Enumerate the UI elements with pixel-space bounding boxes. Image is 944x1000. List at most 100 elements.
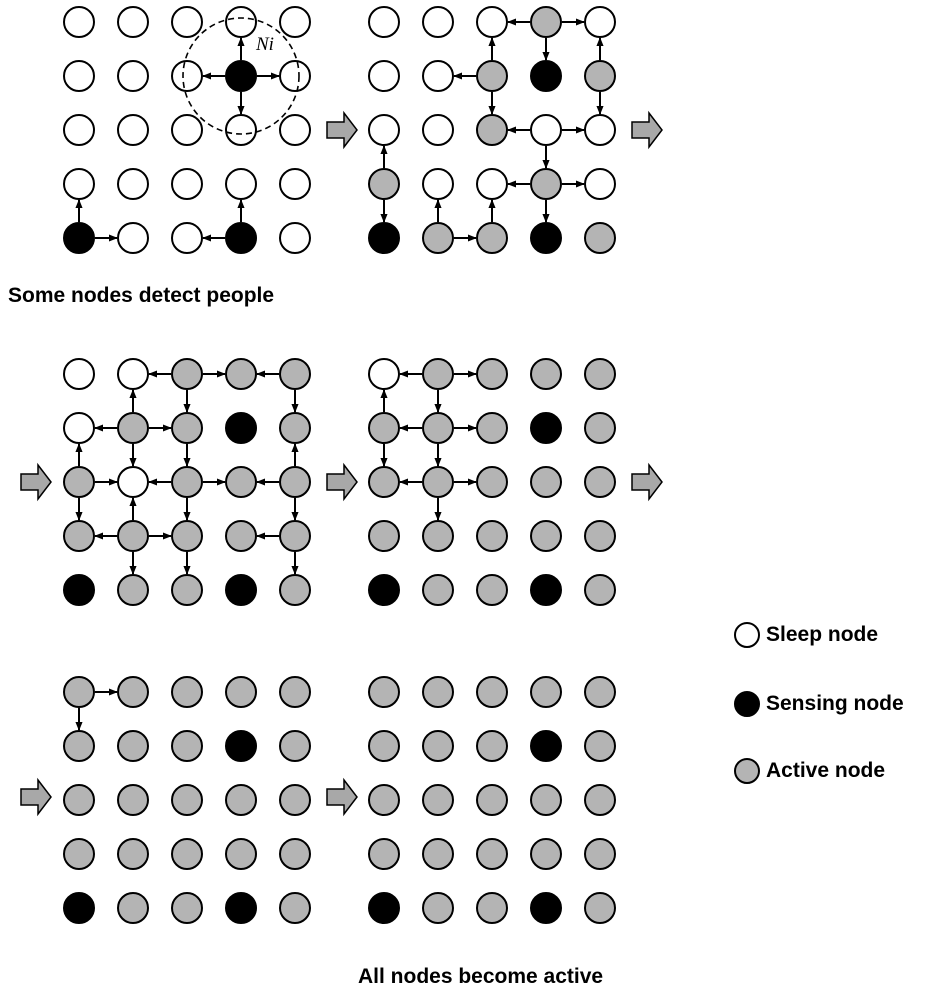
legend-item-sensing: Sensing node (734, 689, 904, 719)
sleep-node (368, 60, 400, 92)
active-node (63, 730, 95, 762)
active-node (476, 412, 508, 444)
active-node (117, 838, 149, 870)
sensing-node (225, 412, 257, 444)
sleep-node (63, 358, 95, 390)
active-node (476, 114, 508, 146)
sensing-node (530, 222, 562, 254)
active-node (225, 466, 257, 498)
sleep-node (225, 6, 257, 38)
active-node (476, 838, 508, 870)
sleep-node (63, 60, 95, 92)
active-node (476, 358, 508, 390)
sensing-node (63, 222, 95, 254)
sleep-node (63, 114, 95, 146)
active-node (422, 412, 454, 444)
active-node (476, 784, 508, 816)
legend-label-active: Active node (766, 759, 886, 782)
active-node (530, 466, 562, 498)
active-node (63, 838, 95, 870)
sleep-node (63, 6, 95, 38)
sensing-node (530, 574, 562, 606)
active-node (279, 784, 311, 816)
active-node (530, 358, 562, 390)
sensing-node (530, 60, 562, 92)
step-arrow-icon (631, 110, 663, 150)
sensing-node (225, 574, 257, 606)
neighborhood: Ni (182, 17, 300, 135)
active-node (476, 676, 508, 708)
caption-all-active: All nodes become active (358, 965, 604, 988)
active-node (117, 784, 149, 816)
sleep-node (171, 60, 203, 92)
active-node (171, 838, 203, 870)
sleep-node (117, 114, 149, 146)
sensing-node (530, 892, 562, 924)
step-arrow-icon (20, 462, 52, 502)
sensing-node (368, 892, 400, 924)
sleep-node (584, 6, 616, 38)
active-node (117, 412, 149, 444)
active-node (171, 784, 203, 816)
active-node (476, 892, 508, 924)
active-node (584, 676, 616, 708)
sleep-node-icon (734, 622, 760, 648)
sensing-node (63, 892, 95, 924)
active-node (476, 574, 508, 606)
active-node (476, 466, 508, 498)
active-node (530, 838, 562, 870)
active-node (476, 222, 508, 254)
active-node (584, 520, 616, 552)
active-node (279, 574, 311, 606)
sleep-node (279, 60, 311, 92)
neighborhood-circle (182, 17, 300, 135)
active-node (584, 358, 616, 390)
node-grids (63, 6, 616, 924)
active-node (422, 466, 454, 498)
sleep-node (422, 6, 454, 38)
step-arrows (20, 110, 663, 817)
sleep-node (530, 114, 562, 146)
active-node (584, 730, 616, 762)
active-node (476, 60, 508, 92)
active-node (279, 676, 311, 708)
sleep-node (422, 60, 454, 92)
sleep-node (368, 6, 400, 38)
active-node (530, 676, 562, 708)
sleep-node (117, 358, 149, 390)
active-node (584, 784, 616, 816)
sleep-node (117, 168, 149, 200)
step-arrow-icon (631, 462, 663, 502)
active-node (63, 784, 95, 816)
sleep-node (117, 60, 149, 92)
sleep-node (368, 358, 400, 390)
active-node (422, 574, 454, 606)
sleep-node (279, 222, 311, 254)
sleep-node (63, 412, 95, 444)
active-node (279, 412, 311, 444)
step-arrow-icon (326, 110, 358, 150)
sensing-node-icon (734, 691, 760, 717)
active-node-icon (734, 758, 760, 784)
neighborhood-label: Ni (255, 34, 274, 55)
sleep-node (279, 6, 311, 38)
legend-item-sleep: Sleep node (734, 620, 878, 650)
active-node (117, 520, 149, 552)
sleep-node (476, 6, 508, 38)
active-node (368, 412, 400, 444)
active-node (225, 358, 257, 390)
active-node (225, 520, 257, 552)
sleep-node (117, 222, 149, 254)
active-node (368, 838, 400, 870)
active-node (279, 838, 311, 870)
sleep-node (117, 466, 149, 498)
caption-detect: Some nodes detect people (8, 284, 275, 307)
sensing-node (225, 892, 257, 924)
active-node (422, 838, 454, 870)
sleep-node (476, 168, 508, 200)
active-node (117, 676, 149, 708)
active-node (225, 676, 257, 708)
sensing-node (368, 574, 400, 606)
sensing-node (225, 222, 257, 254)
sensing-node (225, 730, 257, 762)
